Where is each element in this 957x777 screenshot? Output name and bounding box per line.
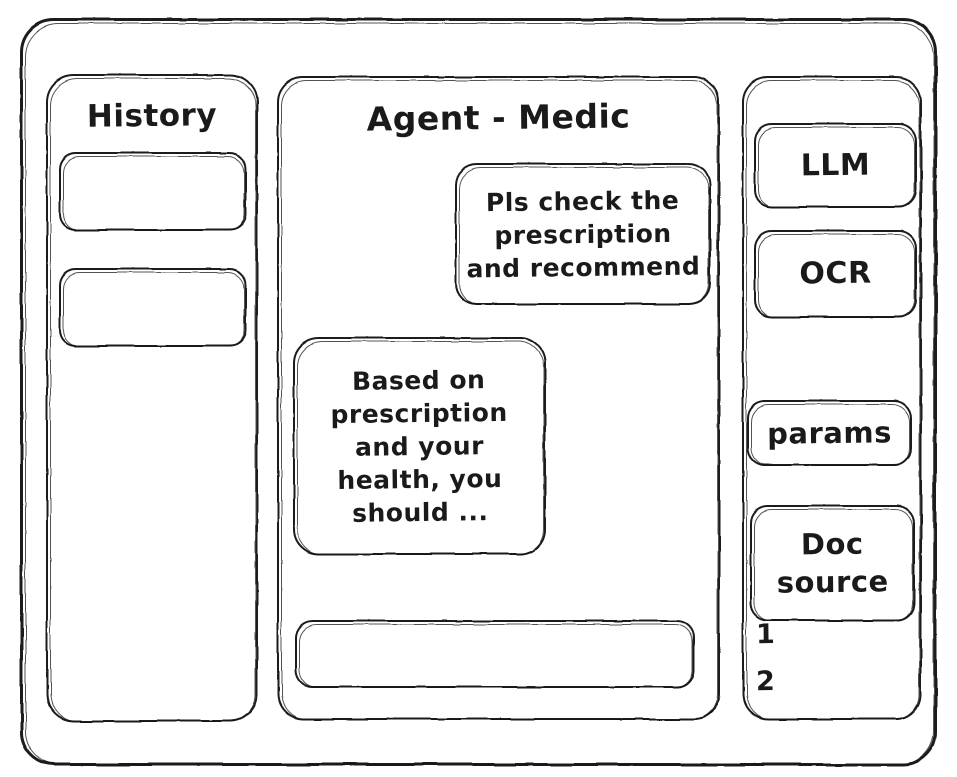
user-message-bubble	[455, 163, 711, 305]
history-list-item[interactable]	[59, 268, 247, 347]
tool-card-doc-source[interactable]	[750, 505, 915, 621]
message-input[interactable]	[295, 620, 695, 688]
history-list-item[interactable]	[59, 152, 247, 231]
tool-card-ocr[interactable]	[754, 230, 917, 318]
tool-card-params[interactable]	[747, 400, 912, 466]
agent-message-bubble	[293, 337, 546, 555]
tool-card-llm[interactable]	[754, 123, 917, 208]
